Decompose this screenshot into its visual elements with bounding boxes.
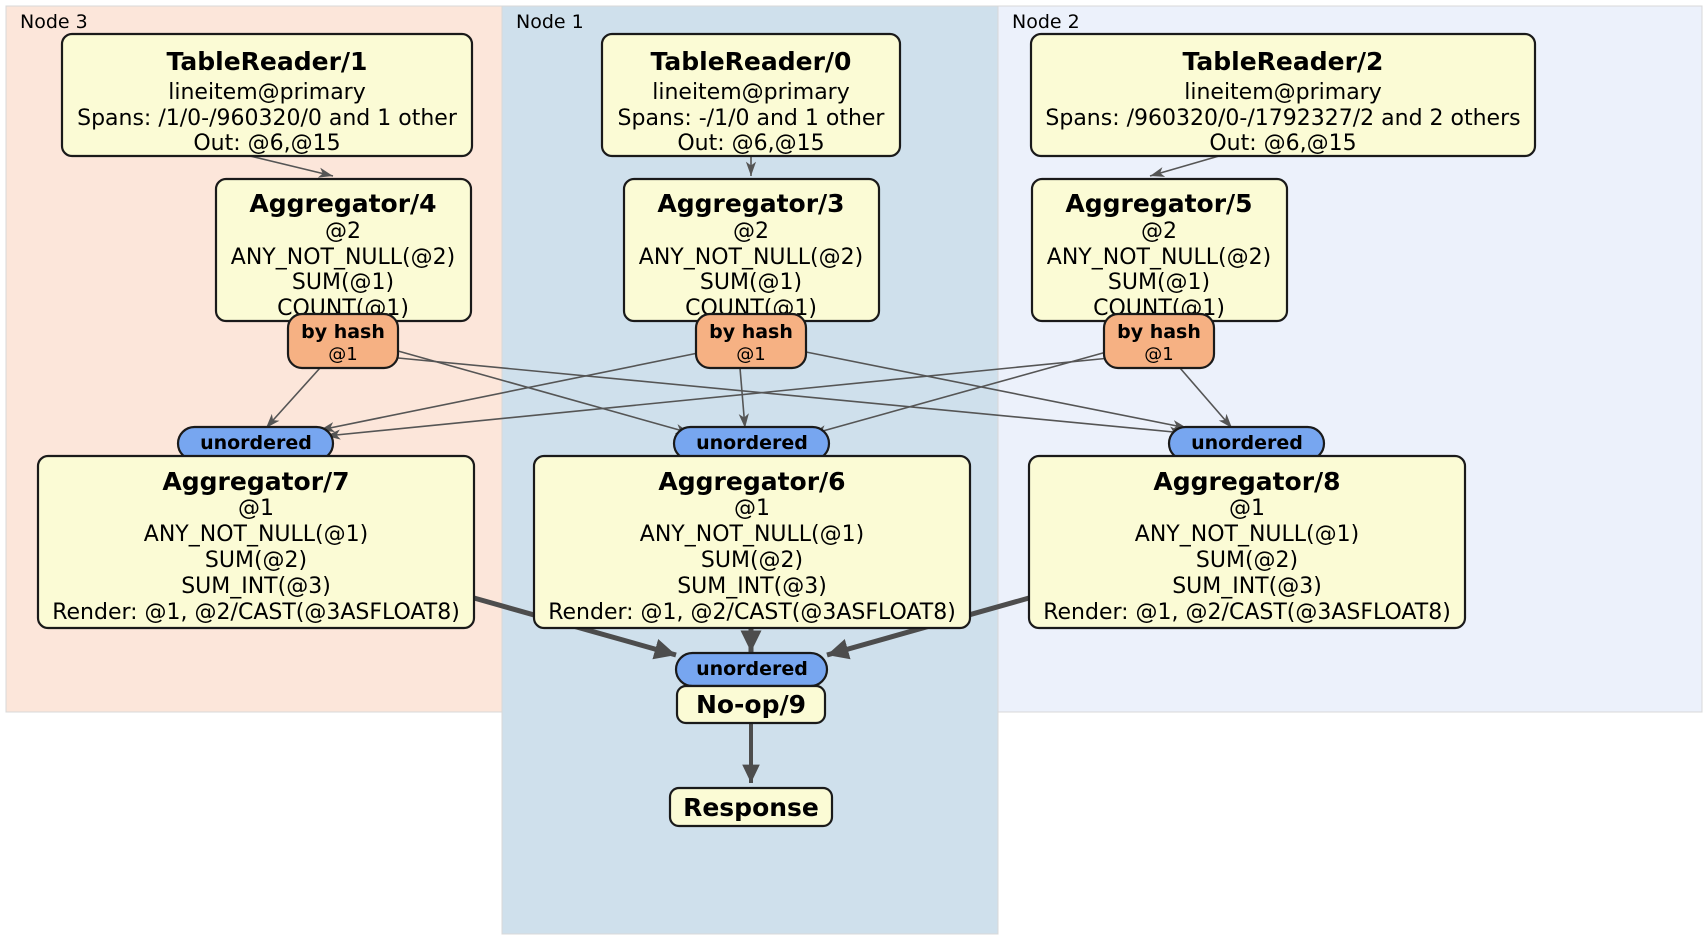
panel-label-node2: Node 2 — [1012, 11, 1080, 33]
pill-sublabel: @1 — [328, 344, 357, 365]
processor-line-2: SUM(@2) — [205, 548, 307, 573]
pill-label: unordered — [696, 432, 808, 454]
panel-label-node3: Node 3 — [20, 11, 88, 33]
edge-hash3-unordered8 — [805, 351, 1188, 431]
processor-tablereader-0[interactable]: TableReader/0 lineitem@primary Spans: -/… — [600, 32, 902, 158]
pill-sublabel: @1 — [736, 344, 765, 365]
input-pill-unordered-agg7[interactable]: unordered — [176, 425, 335, 462]
processor-line-1: ANY_NOT_NULL(@1) — [1135, 522, 1359, 547]
processor-line-1: Spans: /960320/0-/1792327/2 and 2 others — [1045, 106, 1520, 131]
edge-hash4-unordered7 — [265, 367, 321, 429]
processor-line-3: SUM_INT(@3) — [181, 574, 331, 599]
processor-title: Aggregator/8 — [1153, 467, 1340, 496]
processor-aggregator-4[interactable]: Aggregator/4 @2 ANY_NOT_NULL(@2) SUM(@1)… — [214, 177, 473, 323]
processor-tablereader-1[interactable]: TableReader/1 lineitem@primary Spans: /1… — [60, 32, 474, 158]
processor-line-0: @1 — [238, 496, 274, 521]
processor-line-1: ANY_NOT_NULL(@2) — [231, 245, 455, 270]
edge-tr1-agg4 — [249, 155, 334, 178]
processor-line-1: ANY_NOT_NULL(@1) — [640, 522, 864, 547]
processor-title: Aggregator/5 — [1065, 189, 1252, 218]
pill-label: by hash — [1117, 321, 1201, 343]
processor-title: Aggregator/7 — [162, 467, 349, 496]
output-pill-by-hash-agg5[interactable]: by hash @1 — [1102, 312, 1216, 370]
processor-line-4: Render: @1, @2/CAST(@3ASFLOAT8) — [1043, 600, 1451, 625]
processor-line-1: Spans: -/1/0 and 1 other — [618, 106, 886, 131]
processor-title: Aggregator/6 — [658, 467, 845, 496]
input-pill-unordered-noop9[interactable]: unordered — [674, 651, 829, 688]
pill-label: unordered — [200, 432, 312, 454]
edge-hash3-unordered6 — [738, 367, 749, 429]
processor-title: TableReader/2 — [1183, 47, 1384, 76]
processor-title: TableReader/0 — [651, 47, 852, 76]
processor-title: No-op/9 — [696, 690, 806, 719]
processor-line-1: ANY_NOT_NULL(@2) — [639, 245, 863, 270]
input-pill-unordered-agg6[interactable]: unordered — [672, 425, 831, 462]
processor-line-1: ANY_NOT_NULL(@2) — [1047, 245, 1271, 270]
processor-line-0: @2 — [733, 219, 769, 244]
processor-line-0: @1 — [734, 496, 770, 521]
processor-aggregator-8[interactable]: Aggregator/8 @1 ANY_NOT_NULL(@1) SUM(@2)… — [1027, 454, 1467, 630]
processor-line-2: SUM(@1) — [292, 270, 394, 295]
edge-group-reader-to-aggregator — [249, 155, 1220, 178]
processor-line-4: Render: @1, @2/CAST(@3ASFLOAT8) — [548, 600, 956, 625]
processor-line-2: Out: @6,@15 — [1209, 131, 1356, 156]
processor-line-2: Out: @6,@15 — [677, 131, 824, 156]
processor-title: Response — [683, 793, 819, 822]
panel-label-node1: Node 1 — [516, 11, 584, 33]
processor-line-2: SUM(@1) — [700, 270, 802, 295]
processor-line-2: Out: @6,@15 — [193, 131, 340, 156]
processor-line-3: SUM_INT(@3) — [677, 574, 827, 599]
edge-hash5-unordered8 — [1179, 367, 1233, 429]
processor-line-0: @2 — [1141, 219, 1177, 244]
processor-aggregator-7[interactable]: Aggregator/7 @1 ANY_NOT_NULL(@1) SUM(@2)… — [36, 454, 476, 630]
processor-line-1: Spans: /1/0-/960320/0 and 1 other — [77, 106, 458, 131]
pill-sublabel: @1 — [1144, 344, 1173, 365]
pill-label: unordered — [1191, 432, 1303, 454]
processor-line-0: @2 — [325, 219, 361, 244]
edge-tr2-agg5 — [1149, 155, 1220, 177]
processor-line-1: ANY_NOT_NULL(@1) — [144, 522, 368, 547]
processor-line-0: lineitem@primary — [652, 80, 850, 105]
edge-hash4-unordered8 — [397, 357, 1185, 437]
processor-title: TableReader/1 — [167, 47, 368, 76]
edge-hash3-unordered7 — [319, 351, 704, 433]
edge-hash5-unordered7 — [325, 357, 1111, 440]
pill-label: by hash — [301, 321, 385, 343]
processor-line-2: SUM(@1) — [1108, 270, 1210, 295]
processor-line-3: SUM_INT(@3) — [1172, 574, 1322, 599]
processor-aggregator-3[interactable]: Aggregator/3 @2 ANY_NOT_NULL(@2) SUM(@1)… — [622, 177, 881, 323]
input-pill-unordered-agg8[interactable]: unordered — [1167, 425, 1326, 462]
output-pill-by-hash-agg3[interactable]: by hash @1 — [694, 312, 808, 370]
edge-hash5-unordered6 — [811, 350, 1111, 436]
processor-aggregator-6[interactable]: Aggregator/6 @1 ANY_NOT_NULL(@1) SUM(@2)… — [532, 454, 972, 630]
pill-label: by hash — [709, 321, 793, 343]
processor-noop-9[interactable]: No-op/9 — [675, 684, 827, 725]
edge-hash4-unordered6 — [397, 350, 691, 435]
processor-line-4: Render: @1, @2/CAST(@3ASFLOAT8) — [52, 600, 460, 625]
processor-aggregator-5[interactable]: Aggregator/5 @2 ANY_NOT_NULL(@2) SUM(@1)… — [1030, 177, 1289, 323]
processor-line-2: SUM(@2) — [1196, 548, 1298, 573]
edge-group-shuffle — [265, 350, 1233, 440]
processor-line-0: lineitem@primary — [1184, 80, 1382, 105]
pill-label: unordered — [696, 658, 808, 680]
processor-line-2: SUM(@2) — [701, 548, 803, 573]
processor-tablereader-2[interactable]: TableReader/2 lineitem@primary Spans: /9… — [1029, 32, 1537, 158]
output-pill-by-hash-agg4[interactable]: by hash @1 — [286, 312, 400, 370]
processor-line-0: @1 — [1229, 496, 1265, 521]
processor-response[interactable]: Response — [668, 786, 834, 828]
processor-title: Aggregator/4 — [249, 189, 436, 218]
processor-title: Aggregator/3 — [657, 189, 844, 218]
processor-line-0: lineitem@primary — [168, 80, 366, 105]
